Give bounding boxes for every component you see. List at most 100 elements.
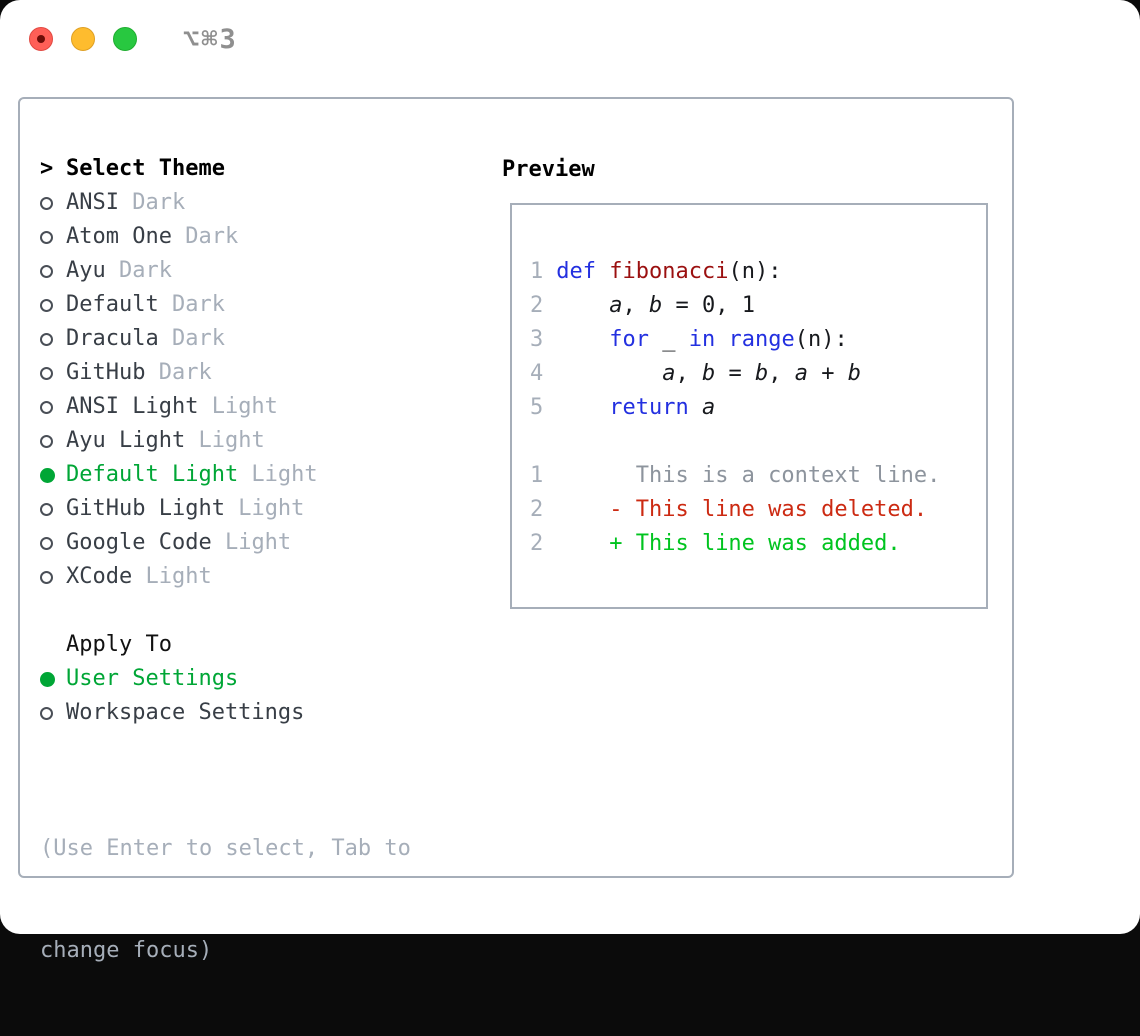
code-token-var: b: [648, 292, 663, 318]
select-theme-header: > Select Theme: [40, 152, 411, 186]
apply-option-user-settings[interactable]: User Settings: [40, 662, 411, 696]
code-token-added: + This line was added.: [556, 530, 901, 556]
radio-icon: [40, 502, 53, 516]
line-number: 5: [530, 394, 544, 420]
edited-indicator-icon: [37, 35, 45, 43]
theme-item-ayu-light-light[interactable]: Ayu Light Light: [40, 424, 411, 458]
radio-icon: [40, 196, 53, 210]
code-token-kw: range: [728, 326, 795, 352]
radio-icon: [40, 298, 53, 312]
theme-variant-tag: Dark: [145, 360, 212, 385]
theme-variant-tag: Dark: [105, 258, 172, 283]
select-theme-title: Select Theme: [66, 156, 225, 181]
theme-variant-tag: Light: [132, 564, 212, 589]
radio-icon: [40, 536, 53, 550]
theme-variant-tag: Dark: [158, 292, 225, 317]
hint-line-1: (Use Enter to select, Tab to: [40, 836, 411, 861]
theme-name: Dracula: [66, 326, 159, 351]
line-number: 2: [530, 496, 544, 522]
theme-item-github-light-light[interactable]: GitHub Light Light: [40, 492, 411, 526]
code-token-context: This is a context line.: [556, 462, 941, 488]
theme-name: GitHub Light: [66, 496, 225, 521]
code-token-var: b: [754, 360, 769, 386]
theme-name: ANSI: [66, 190, 119, 215]
radio-icon: [40, 230, 53, 244]
code-token-deleted: - This line was deleted.: [556, 496, 928, 522]
hint-line-2: change focus): [40, 938, 213, 963]
theme-variant-tag: Light: [198, 394, 278, 419]
theme-variant-tag: Dark: [158, 326, 225, 351]
theme-item-google-code-light[interactable]: Google Code Light: [40, 526, 411, 560]
code-token-plain: ,: [675, 360, 702, 386]
apply-option-workspace-settings[interactable]: Workspace Settings: [40, 696, 411, 730]
code-token-plain: _: [648, 326, 689, 352]
window-title-shortcut: ⌥⌘3: [183, 23, 238, 55]
code-token-fn: fibonacci: [609, 258, 729, 284]
theme-item-default-dark[interactable]: Default Dark: [40, 288, 411, 322]
radio-icon: [40, 706, 53, 720]
code-token-var: a: [609, 292, 623, 318]
spacer: [40, 730, 411, 764]
theme-item-dracula-dark[interactable]: Dracula Dark: [40, 322, 411, 356]
radio-icon: [40, 400, 53, 414]
preview-line: 2 a, b = 0, 1: [530, 288, 976, 322]
theme-name: Default: [66, 292, 159, 317]
theme-variant-tag: Light: [238, 462, 318, 487]
theme-name: XCode: [66, 564, 133, 589]
theme-name: Ayu Light: [66, 428, 186, 453]
code-token-plain: [715, 327, 728, 352]
spacer: [40, 594, 411, 628]
theme-item-default-light-light[interactable]: Default Light Light: [40, 458, 411, 492]
close-button[interactable]: [29, 27, 53, 51]
line-number: 3: [530, 326, 544, 352]
radio-icon: [40, 434, 53, 448]
code-token-plain: +: [807, 360, 848, 386]
code-token-var: a: [794, 360, 808, 386]
radio-icon: [40, 332, 53, 346]
focus-caret-icon: >: [40, 156, 54, 181]
line-number: 1: [530, 462, 544, 488]
theme-name: Google Code: [66, 530, 212, 555]
code-token-plain: =: [715, 360, 755, 386]
theme-item-github-dark[interactable]: GitHub Dark: [40, 356, 411, 390]
radio-selected-icon: [40, 671, 55, 687]
theme-item-ansi-light-light[interactable]: ANSI Light Light: [40, 390, 411, 424]
theme-item-ansi-dark[interactable]: ANSI Dark: [40, 186, 411, 220]
theme-item-xcode-light[interactable]: XCode Light: [40, 560, 411, 594]
theme-variant-tag: Dark: [171, 224, 239, 249]
apply-option-label: Workspace Settings: [66, 700, 305, 725]
titlebar: ⌥⌘3: [29, 24, 238, 55]
theme-name: ANSI Light: [66, 394, 199, 419]
code-token-plain: [556, 395, 609, 420]
line-number: 2: [530, 292, 544, 318]
theme-variant-tag: Dark: [118, 190, 186, 215]
line-number: 2: [530, 530, 544, 556]
apply-option-label: User Settings: [66, 666, 239, 691]
code-token-plain: (n):: [728, 258, 782, 284]
code-token-plain: [556, 327, 609, 352]
theme-variant-tag: Light: [185, 428, 265, 453]
apply-to-title: Apply To: [66, 632, 172, 657]
theme-item-ayu-dark[interactable]: Ayu Dark: [40, 254, 411, 288]
code-token-plain: ,: [622, 292, 649, 318]
preview-line: 2 - This line was deleted.: [530, 492, 976, 526]
code-token-kw: for: [609, 326, 649, 352]
code-token-plain: = 0, 1: [662, 292, 755, 318]
radio-icon: [40, 264, 53, 278]
code-token-kw: in: [688, 326, 716, 352]
theme-name: GitHub: [66, 360, 146, 385]
theme-item-atom-one-dark[interactable]: Atom One Dark: [40, 220, 411, 254]
preview-line: 4 a, b = b, a + b: [530, 356, 976, 390]
code-token-plain: (n):: [794, 326, 848, 352]
theme-name: Atom One: [66, 224, 172, 249]
minimize-button[interactable]: [71, 27, 95, 51]
zoom-button[interactable]: [113, 27, 137, 51]
line-number: 4: [530, 360, 544, 386]
code-token-var: a: [701, 394, 716, 420]
code-token-plain: [556, 293, 609, 318]
code-token-var: b: [701, 360, 716, 386]
